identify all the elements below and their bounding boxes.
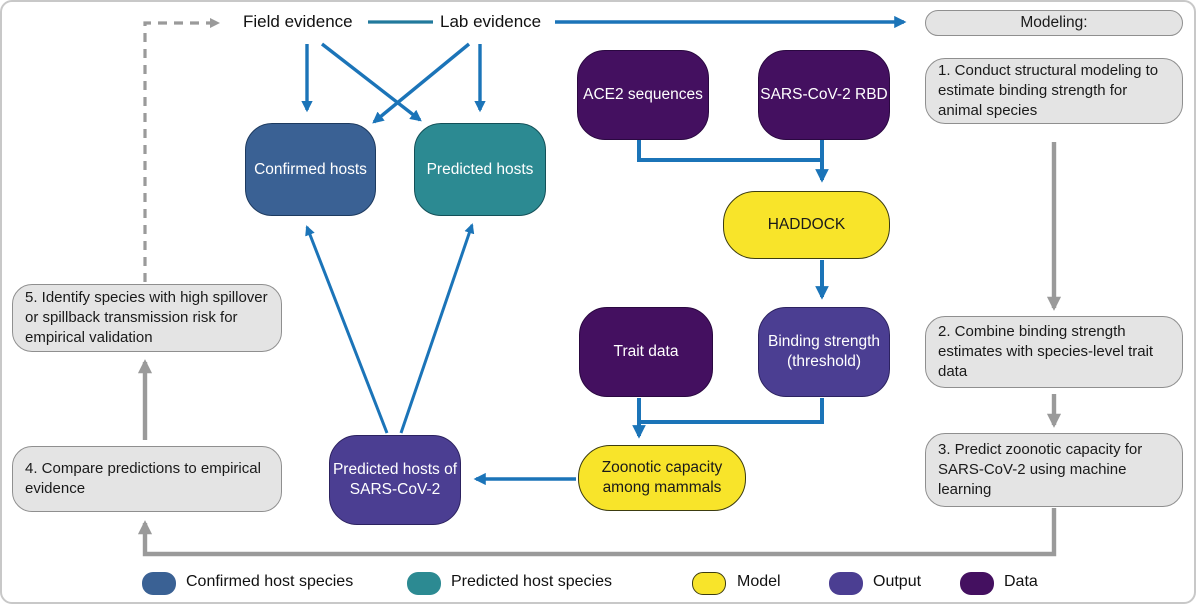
legend-label-data: Data — [1004, 573, 1038, 590]
ace2-sequences-node: ACE2 sequences — [577, 50, 709, 140]
step-3-box: 3. Predict zoonotic capacity for SARS-Co… — [925, 433, 1183, 507]
lab-evidence-label: Lab evidence — [440, 12, 542, 31]
step-1-box: 1. Conduct structural modeling to estima… — [925, 58, 1183, 124]
legend-swatch-output — [829, 572, 863, 595]
step-5-box: 5. Identify species with high spillover … — [12, 284, 282, 352]
sars-cov-2-rbd-node: SARS-CoV-2 RBD — [758, 50, 890, 140]
predicted-sars-to-predicted-arrow — [399, 223, 475, 434]
lab-to-confirmed-arrow — [372, 42, 471, 124]
legend-label-model: Model — [737, 573, 781, 590]
predicted-hosts-node: Predicted hosts — [414, 123, 546, 216]
legend-swatch-data — [960, 572, 994, 595]
step-2-box: 2. Combine binding strength estimates wi… — [925, 316, 1183, 388]
legend-swatch-model — [692, 572, 726, 595]
field-evidence-label: Field evidence — [243, 12, 353, 31]
predicted-sars-to-confirmed-arrow — [305, 225, 389, 434]
haddock-node: HADDOCK — [723, 191, 890, 259]
step3-to-step4-feedback-line — [137, 508, 1057, 557]
binding-bus-line — [637, 398, 824, 424]
legend-swatch-predicted — [407, 572, 441, 595]
legend-swatch-confirmed — [142, 572, 176, 595]
step-4-box: 4. Compare predictions to empirical evid… — [12, 446, 282, 512]
legend-label-confirmed: Confirmed host species — [186, 573, 354, 590]
dashed-feedback-to-field-arrow — [143, 17, 221, 282]
binding-strength-node: Binding strength (threshold) — [758, 307, 890, 397]
modeling-header: Modeling: — [925, 10, 1183, 36]
zoonotic-capacity-node: Zoonotic capacity among mammals — [578, 445, 746, 511]
ace2-bus-line — [637, 140, 824, 162]
legend-label-predicted: Predicted host species — [451, 573, 612, 590]
trait-data-node: Trait data — [579, 307, 713, 397]
confirmed-hosts-node: Confirmed hosts — [245, 123, 376, 216]
predicted-sars-hosts-node: Predicted hosts of SARS-CoV-2 — [329, 435, 461, 525]
field-to-predicted-arrow — [320, 42, 422, 122]
legend-label-output: Output — [873, 573, 922, 590]
